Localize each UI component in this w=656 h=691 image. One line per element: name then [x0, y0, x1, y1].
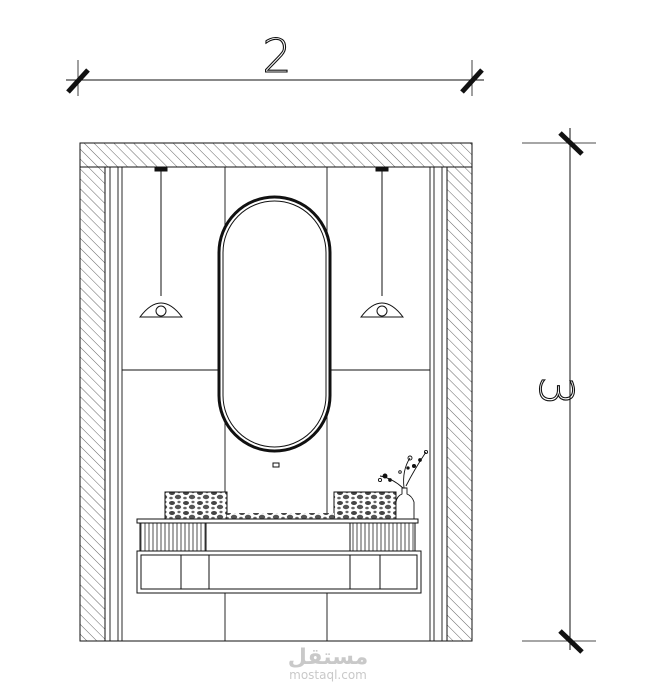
- vanity-drawers: [136, 550, 422, 594]
- ceiling-slab: [79, 142, 473, 168]
- width-dimension: [66, 60, 484, 96]
- width-dimension-label: 2: [262, 29, 291, 83]
- section-walls: [79, 142, 473, 642]
- dimension-tick: [460, 68, 484, 94]
- dimension-tick: [558, 629, 584, 654]
- light-switch-icon: [272, 462, 280, 468]
- oval-mirror: [217, 195, 332, 453]
- pendant-lamp-left: [138, 167, 184, 318]
- slatted-panel-right: [349, 522, 416, 552]
- slatted-panel-left: [139, 522, 207, 552]
- left-wall: [79, 166, 106, 642]
- decor-stone-box-left: [164, 491, 228, 520]
- vanity-counter: [136, 518, 419, 552]
- height-dimension: [522, 128, 596, 654]
- pendant-lamp-right: [359, 167, 405, 318]
- dimension-tick: [558, 131, 584, 156]
- decor-pebble-strip: [227, 513, 334, 519]
- dimension-tick: [66, 68, 90, 94]
- watermark-arabic: مستقل: [288, 645, 368, 670]
- vase-with-plant: [377, 449, 429, 520]
- decor-stone-box-right: [333, 491, 397, 520]
- right-wall: [446, 166, 473, 642]
- height-dimension-label: 3: [529, 376, 583, 405]
- watermark-latin: mostaql.com: [289, 668, 367, 682]
